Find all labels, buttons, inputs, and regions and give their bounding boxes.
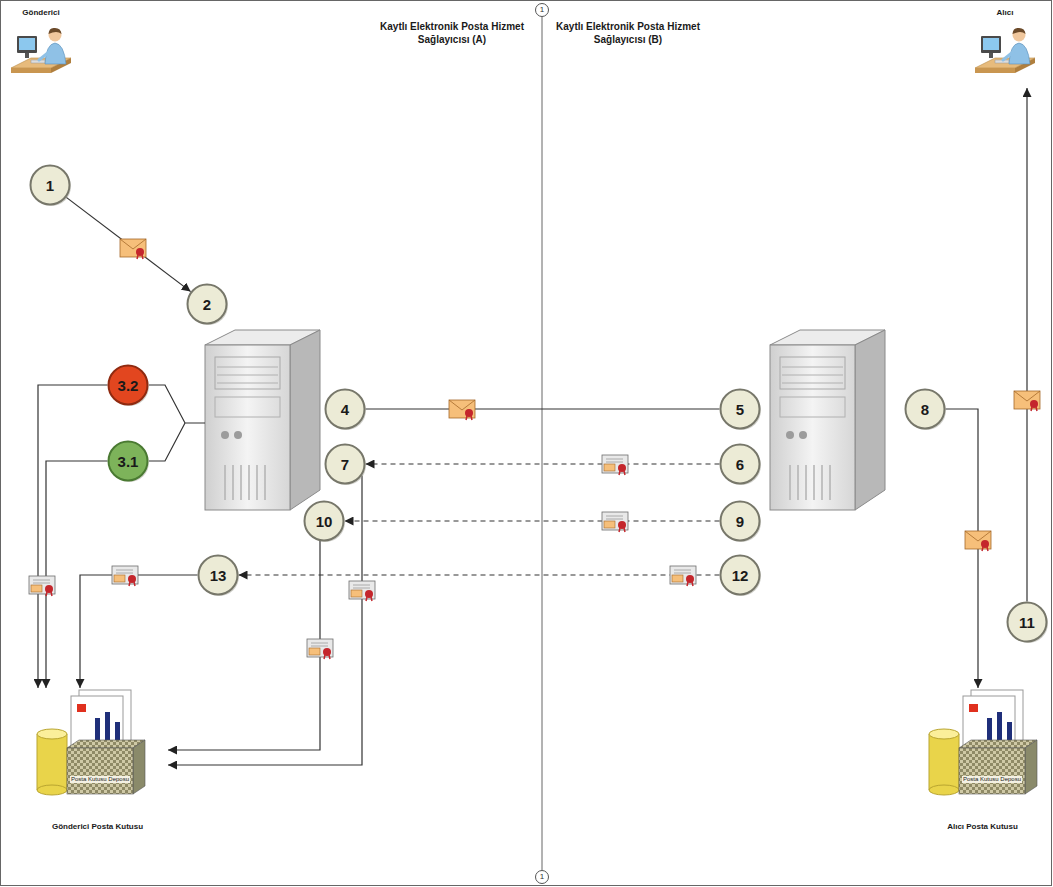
marker-number: 1 xyxy=(540,6,544,14)
step-number: 2 xyxy=(203,297,211,312)
bracket-line xyxy=(149,385,205,461)
flow-arrow xyxy=(366,463,720,464)
step-number: 11 xyxy=(1019,615,1035,630)
person-label: Gönderici xyxy=(3,8,79,18)
envelope-icons xyxy=(29,239,1040,659)
mailbox-caption: Alıcı Posta Kutusu xyxy=(922,822,1043,836)
step-number: 6 xyxy=(736,457,744,472)
flow-arrow xyxy=(66,197,190,291)
separator-line xyxy=(542,17,543,871)
flow-arrow xyxy=(239,574,720,575)
flow-arrow xyxy=(168,541,320,750)
step-number: 8 xyxy=(921,402,929,417)
provider-heading: Kaytlı Elektronik Posta Hizmet Sağlayıcı… xyxy=(553,20,703,46)
flow-arrow xyxy=(46,461,108,688)
step-circle: 8 xyxy=(904,388,946,430)
step-circle: 12 xyxy=(719,554,761,596)
person-label: Alıcı xyxy=(969,8,1041,18)
step-number: 13 xyxy=(210,568,227,583)
step-circle: 3.2 xyxy=(107,364,149,406)
person-drawing xyxy=(973,20,1037,82)
person-icon: Alıcı xyxy=(969,8,1041,88)
connector-marker: 1 xyxy=(535,870,549,884)
flow-arrow xyxy=(168,475,362,765)
step-number: 5 xyxy=(736,402,744,417)
step-circle: 2 xyxy=(186,283,228,325)
step-circle: 1 xyxy=(29,164,71,206)
step-circle: 6 xyxy=(719,443,761,485)
provider-heading: Kaytlı Elektronik Posta Hizmet Sağlayıcı… xyxy=(377,20,527,46)
step-circle: 5 xyxy=(719,388,761,430)
step-circle: 9 xyxy=(719,500,761,542)
server-a xyxy=(205,330,320,510)
step-circle: 7 xyxy=(324,443,366,485)
mailbox-store: Posta Kutusu DeposuAlıcı Posta Kutusu xyxy=(922,688,1043,836)
mailbox-caption: Gönderici Posta Kutusu xyxy=(27,822,168,836)
step-number: 3.2 xyxy=(118,378,139,393)
store-label: Posta Kutusu Deposu xyxy=(70,776,130,783)
step-number: 1 xyxy=(46,178,54,193)
step-circle: 10 xyxy=(303,500,345,542)
flow-arrow xyxy=(38,385,108,688)
step-number: 12 xyxy=(732,568,749,583)
person-drawing xyxy=(9,20,73,82)
step-number: 3.1 xyxy=(118,454,139,469)
mailbox-store: Posta Kutusu DeposuGönderici Posta Kutus… xyxy=(27,688,168,836)
step-circle: 3.1 xyxy=(107,440,149,482)
flow-arrow xyxy=(946,409,979,688)
flow-arrow xyxy=(345,520,720,521)
step-number: 10 xyxy=(316,514,333,529)
flow-arrow xyxy=(366,408,720,409)
step-number: 4 xyxy=(341,402,349,417)
step-circle: 4 xyxy=(324,388,366,430)
heading-slot: Kaytlı Elektronik Posta Hizmet Sağlayıcı… xyxy=(553,20,703,46)
heading-slot: Kaytlı Elektronik Posta Hizmet Sağlayıcı… xyxy=(377,20,527,46)
person-icon: Gönderici xyxy=(3,8,79,88)
step-circle: 11 xyxy=(1006,601,1048,643)
step-number: 9 xyxy=(736,514,744,529)
marker-number: 1 xyxy=(540,873,544,881)
step-number: 7 xyxy=(341,457,349,472)
flow-arrow xyxy=(1026,88,1027,602)
flow-arrow xyxy=(80,575,198,688)
store-label: Posta Kutusu Deposu xyxy=(962,776,1022,783)
server-b xyxy=(770,330,885,510)
connector-marker: 1 xyxy=(535,3,549,17)
step-circle: 13 xyxy=(197,554,239,596)
